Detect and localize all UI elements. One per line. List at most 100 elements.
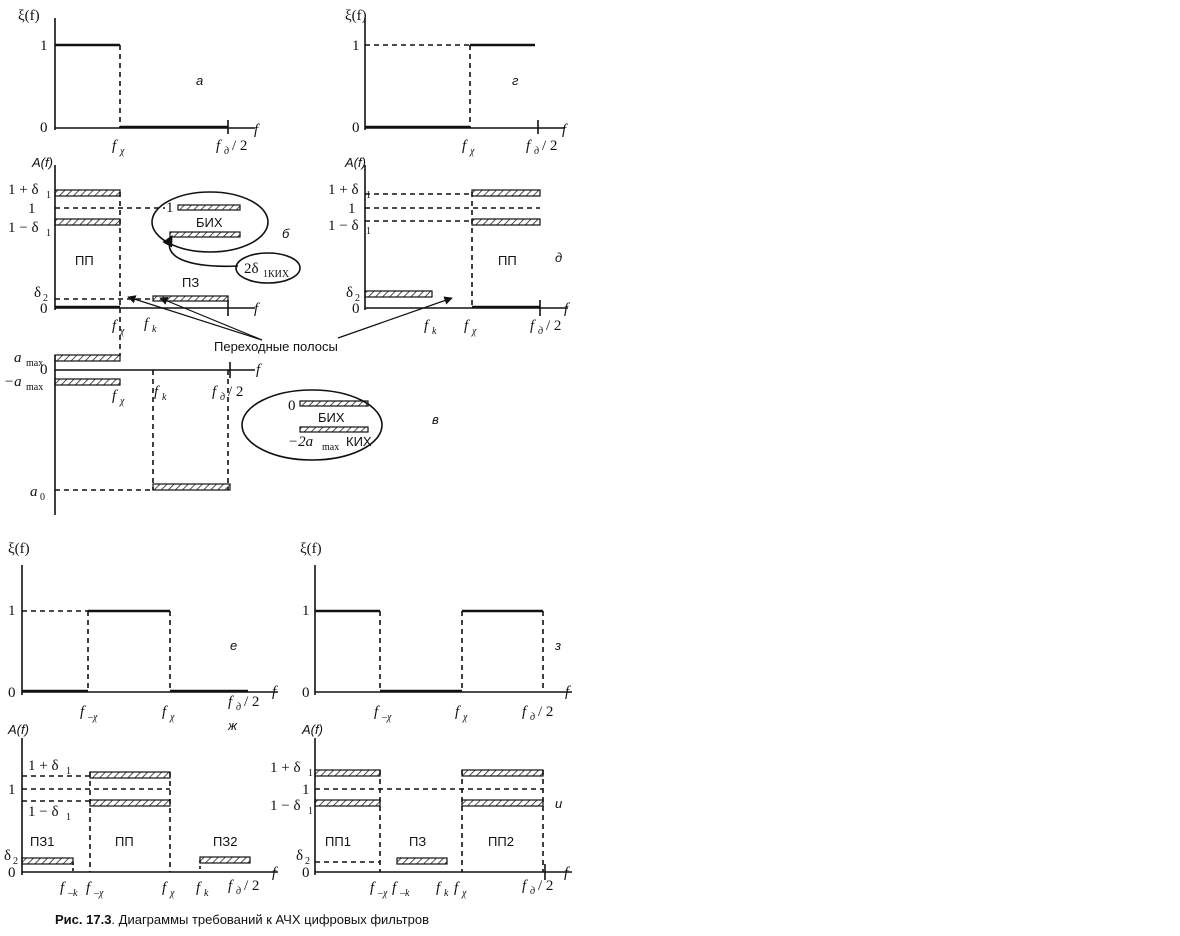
tick-f-d: f bbox=[526, 138, 532, 154]
svg-text:δ: δ bbox=[296, 848, 303, 864]
svg-text:f: f bbox=[522, 878, 528, 894]
svg-text:–χ: –χ bbox=[87, 712, 98, 723]
panel-d bbox=[364, 165, 568, 316]
letter-e: е bbox=[230, 638, 237, 653]
svg-text:/ 2: / 2 bbox=[538, 878, 553, 894]
svg-text:/ 2: / 2 bbox=[244, 878, 259, 894]
svg-text:1: 1 bbox=[308, 806, 313, 817]
tick-f-k: f bbox=[144, 316, 150, 332]
axis-f: f bbox=[562, 122, 568, 138]
svg-text:1 − δ: 1 − δ bbox=[28, 804, 59, 820]
label-pp: ПП bbox=[498, 253, 517, 268]
figure-caption: Рис. 17.3. Диаграммы требований к АЧХ ци… bbox=[55, 912, 429, 927]
ellipse-bih: БИХ bbox=[318, 410, 345, 425]
svg-text:0: 0 bbox=[302, 865, 310, 881]
svg-text:χ: χ bbox=[169, 888, 175, 899]
svg-text:1: 1 bbox=[66, 766, 71, 777]
svg-text:f: f bbox=[86, 880, 92, 896]
ellipse-one: 1 bbox=[166, 200, 174, 216]
svg-text:χ: χ bbox=[119, 396, 125, 407]
tick-f-chi-sub: χ bbox=[469, 146, 475, 157]
label-pp1: ПП1 bbox=[325, 834, 351, 849]
svg-text:f: f bbox=[256, 362, 262, 378]
svg-text:f: f bbox=[162, 880, 168, 896]
tick-minus-a-max: −a bbox=[4, 374, 22, 390]
tick-f-chi: f bbox=[112, 138, 118, 154]
letter-a: а bbox=[196, 73, 203, 88]
panel-i bbox=[314, 738, 572, 880]
figure-number: Рис. 17.3 bbox=[55, 912, 112, 927]
tick-f-d: f bbox=[216, 138, 222, 154]
svg-text:2: 2 bbox=[355, 293, 360, 304]
label-pz2: ПЗ2 bbox=[213, 834, 237, 849]
svg-text:1: 1 bbox=[302, 782, 310, 798]
svg-text:χ: χ bbox=[461, 888, 467, 899]
tick-delta2: δ bbox=[34, 285, 41, 301]
svg-text:–k: –k bbox=[399, 888, 410, 899]
svg-text:f: f bbox=[162, 704, 168, 720]
svg-text:/ 2: / 2 bbox=[538, 704, 553, 720]
svg-text:χ: χ bbox=[169, 712, 175, 723]
svg-text:0: 0 bbox=[40, 362, 48, 378]
svg-text:0: 0 bbox=[8, 865, 16, 881]
tick-1-plus-delta: 1 + δ bbox=[8, 182, 39, 198]
svg-text:k: k bbox=[432, 326, 437, 337]
svg-text:–k: –k bbox=[67, 888, 78, 899]
tick-a0: a bbox=[30, 484, 38, 500]
axis-label-A: A(f) bbox=[344, 155, 366, 170]
svg-text:2: 2 bbox=[43, 293, 48, 304]
svg-text:A(f): A(f) bbox=[301, 722, 323, 737]
svg-text:f: f bbox=[564, 865, 570, 881]
panel-a bbox=[54, 18, 255, 134]
letter-v: в bbox=[432, 412, 439, 427]
svg-text:k: k bbox=[152, 324, 157, 335]
svg-text:/ 2: / 2 bbox=[228, 384, 243, 400]
svg-text:f: f bbox=[112, 388, 118, 404]
svg-text:1 + δ: 1 + δ bbox=[270, 760, 301, 776]
axis-f: f bbox=[254, 301, 260, 317]
ellipse-kih: КИХ bbox=[346, 434, 372, 449]
letter-z: з bbox=[554, 638, 561, 653]
svg-text:k: k bbox=[444, 888, 449, 899]
svg-text:f: f bbox=[272, 865, 278, 881]
svg-text:1: 1 bbox=[302, 603, 310, 619]
axis-label-xi: ξ(f) bbox=[345, 8, 367, 24]
panel-z bbox=[314, 565, 572, 695]
svg-text:1: 1 bbox=[46, 190, 51, 201]
svg-text:2: 2 bbox=[13, 856, 18, 867]
svg-text:1 − δ: 1 − δ bbox=[328, 218, 359, 234]
svg-text:k: k bbox=[162, 392, 167, 403]
svg-text:1КИХ: 1КИХ bbox=[263, 269, 290, 280]
label-pp2: ПП2 bbox=[488, 834, 514, 849]
label-pz1: ПЗ1 bbox=[30, 834, 54, 849]
svg-text:1: 1 bbox=[366, 226, 371, 237]
tick-f-chi: f bbox=[462, 138, 468, 154]
tick-1: 1 bbox=[28, 201, 36, 217]
transition-bands: Переходные полосы bbox=[214, 339, 338, 354]
svg-text:f: f bbox=[60, 880, 66, 896]
svg-text:max: max bbox=[26, 382, 43, 393]
svg-text:1: 1 bbox=[348, 201, 356, 217]
svg-text:–χ: –χ bbox=[93, 888, 104, 899]
svg-text:f: f bbox=[370, 880, 376, 896]
svg-text:f: f bbox=[228, 694, 234, 710]
label-pp: ПП bbox=[75, 253, 94, 268]
svg-text:д: д bbox=[530, 712, 535, 723]
tick-f-chi-sub: χ bbox=[119, 146, 125, 157]
svg-text:f: f bbox=[565, 684, 571, 700]
svg-text:max: max bbox=[26, 358, 43, 369]
label-pz: ПЗ bbox=[409, 834, 426, 849]
svg-text:0: 0 bbox=[40, 492, 45, 503]
svg-text:0: 0 bbox=[352, 301, 360, 317]
svg-text:f: f bbox=[80, 704, 86, 720]
svg-text:f: f bbox=[272, 684, 278, 700]
tick-1-minus-delta: 1 − δ bbox=[8, 220, 39, 236]
svg-text:f: f bbox=[530, 318, 536, 334]
ellipse-two-a: −2a bbox=[288, 434, 313, 450]
svg-text:f: f bbox=[392, 880, 398, 896]
svg-text:1: 1 bbox=[8, 603, 16, 619]
svg-text:χ: χ bbox=[471, 326, 477, 337]
svg-text:/ 2: / 2 bbox=[244, 694, 259, 710]
tick-f-d-sub: д bbox=[224, 146, 229, 157]
